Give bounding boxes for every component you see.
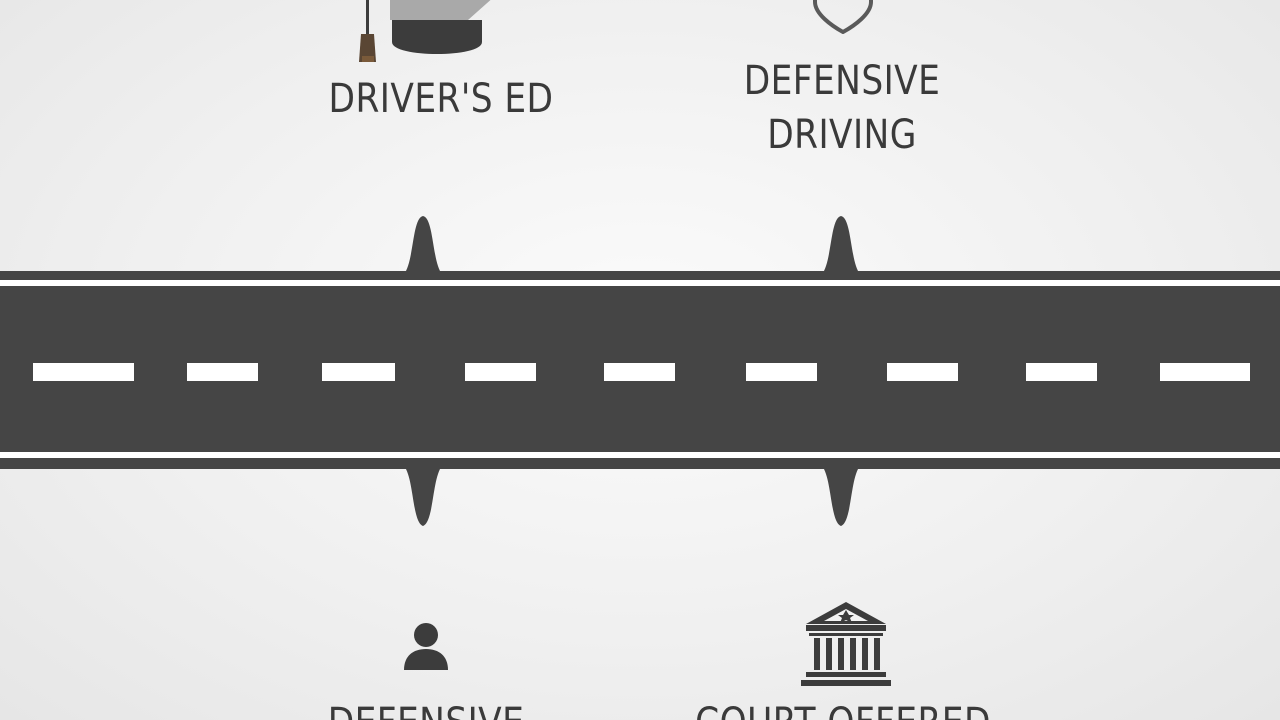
courthouse-icon [801, 602, 891, 686]
graduation-cap-icon [359, 0, 491, 62]
road-edge-line-top [0, 280, 1280, 286]
label-line: DRIVER'S ED [328, 76, 554, 122]
label-line: DRIVING [767, 112, 917, 158]
road-edge-line-bottom [0, 452, 1280, 458]
marker-spike-bottom-1 [404, 466, 442, 526]
lane-dash [1026, 363, 1097, 381]
label-line: DEFENSIVE [297, 696, 555, 720]
lane-dash [33, 363, 134, 381]
person-icon [404, 623, 448, 670]
lane-dash [746, 363, 817, 381]
label-defensive-driving: DEFENSIVE DRIVING [713, 54, 971, 162]
label-line: COURT OFFERED [671, 696, 1015, 720]
lane-dash [604, 363, 675, 381]
lane-dash [322, 363, 395, 381]
lane-dash [1160, 363, 1250, 381]
marker-spike-top-1 [404, 216, 442, 274]
label-defensive: DEFENSIVE [297, 696, 555, 720]
marker-spike-top-2 [822, 216, 860, 274]
label-court-offered: COURT OFFERED [671, 696, 1015, 720]
shield-icon [813, 0, 873, 34]
lane-dash [887, 363, 958, 381]
label-line: DEFENSIVE [743, 58, 941, 104]
lane-dashes [33, 363, 1250, 381]
marker-spike-bottom-2 [822, 466, 860, 526]
lane-dash [187, 363, 258, 381]
lane-dash [465, 363, 536, 381]
label-drivers-ed: DRIVER'S ED [312, 72, 570, 126]
